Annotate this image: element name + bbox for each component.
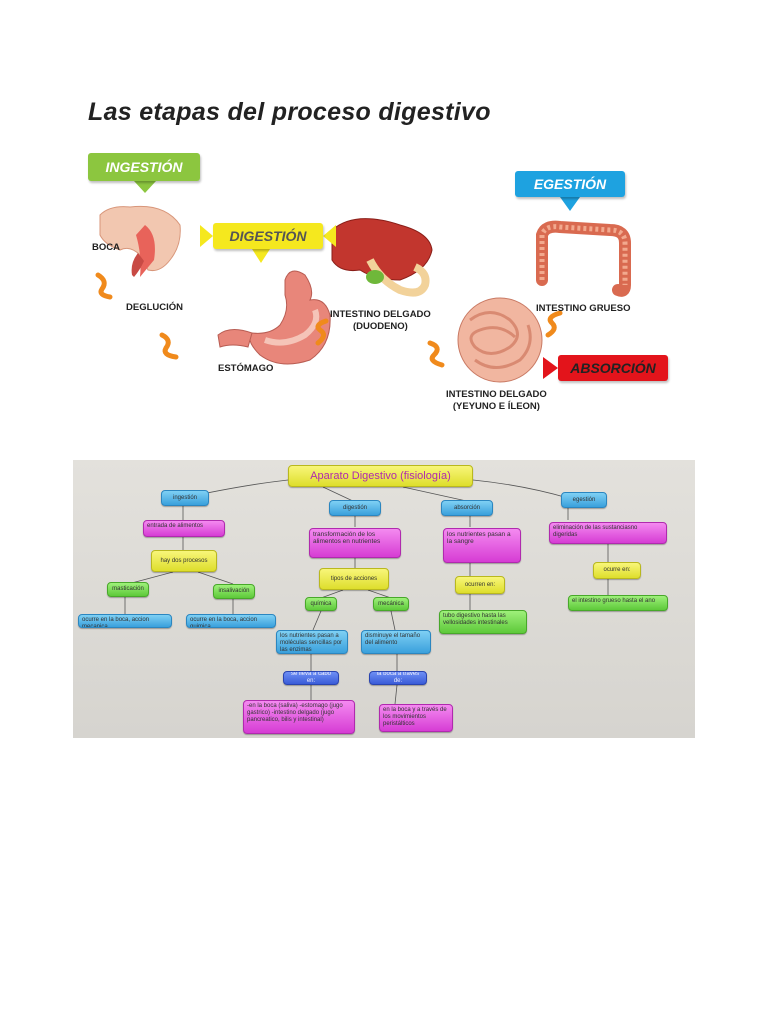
- entrada-node[interactable]: entrada de alimentos: [143, 520, 225, 537]
- disminuye-node[interactable]: disminuye el tamaño del alimento: [361, 630, 431, 654]
- ocurre-boca2-node[interactable]: ocurre en la boca, accion quimica: [186, 614, 276, 628]
- estomago-label: ESTÓMAGO: [218, 363, 274, 374]
- transformacion-node[interactable]: transformación de los alimentos en nutri…: [309, 528, 401, 558]
- ingestion-node[interactable]: ingestión: [161, 490, 209, 506]
- duodeno-label-line2: (DUODENO): [352, 321, 408, 332]
- se-lleva-node[interactable]: se lleva a cabo en:: [283, 671, 339, 685]
- grueso-ano-node[interactable]: el intestino grueso hasta el ano: [568, 595, 668, 611]
- small-intestine-illustration: [457, 297, 543, 383]
- absorption-tag-bg: [558, 355, 668, 381]
- absorcion-node[interactable]: absorción: [441, 500, 493, 516]
- lista-mecanica-node[interactable]: en la boca y a través de los movimientos…: [379, 704, 453, 732]
- deglucion-label: DEGLUCIÓN: [126, 302, 183, 313]
- ocurren-en-node[interactable]: ocurren en:: [455, 576, 505, 594]
- duodeno-label-line1: INTESTINO DELGADO: [330, 309, 431, 320]
- pasan-sangre-node[interactable]: los nutrientes pasan a la sangre: [443, 528, 521, 563]
- egestion-node[interactable]: egestión: [561, 492, 607, 508]
- stomach-illustration: [217, 270, 331, 365]
- duodeno-label: INTESTINO DELGADO (DUODENO): [330, 309, 431, 333]
- mecanica-node[interactable]: mecánica: [373, 597, 409, 611]
- process-arrows: [95, 272, 563, 368]
- ingestion-tag: INGESTIÓN: [88, 153, 200, 181]
- page-title: Las etapas del proceso digestivo: [88, 98, 491, 126]
- quimica-node[interactable]: química: [305, 597, 337, 611]
- ocurre-en-node[interactable]: ocurre en:: [593, 562, 641, 579]
- insalivacion-node[interactable]: insalivación: [213, 584, 255, 599]
- masticacion-node[interactable]: masticación: [107, 582, 149, 597]
- egestion-tag: EGESTIÓN: [515, 171, 625, 197]
- grueso-label: INTESTINO GRUESO: [536, 303, 631, 314]
- ocurre-boca1-node[interactable]: ocurre en la boca, accion mecanica: [78, 614, 172, 628]
- lista-quimica-node[interactable]: -en la boca (saliva) -estomago (jugo gas…: [243, 700, 355, 734]
- ingestion-tag-bg: [88, 153, 200, 181]
- yeyuno-label-line1: INTESTINO DELGADO: [446, 389, 547, 400]
- la-boca-node[interactable]: la boca a través de:: [369, 671, 427, 685]
- boca-label: BOCA: [92, 242, 120, 253]
- eliminacion-node[interactable]: eliminación de las sustanciasno digerida…: [549, 522, 667, 544]
- tipos-node[interactable]: tipos de acciones: [319, 568, 389, 590]
- dos-procesos-node[interactable]: hay dos procesos: [151, 550, 217, 572]
- large-intestine-illustration: [536, 220, 631, 297]
- digestion-tag-bg: [213, 223, 323, 249]
- absorption-tag: ABSORCIÓN: [558, 355, 668, 381]
- concept-map: Aparato Digestivo (fisiología) ingestión…: [73, 460, 695, 738]
- digestion-node[interactable]: digestión: [329, 500, 381, 516]
- mouth-illustration: [99, 205, 181, 277]
- digestive-stages-infographic: [88, 153, 668, 383]
- nutrientes-pasan-node[interactable]: los nutrientes pasan a moléculas sencill…: [276, 630, 348, 654]
- liver-duodenum-illustration: [331, 218, 433, 297]
- root-node[interactable]: Aparato Digestivo (fisiología): [288, 465, 473, 487]
- digestion-tag: DIGESTIÓN: [213, 223, 323, 249]
- yeyuno-label-line2: (YEYUNO E ÍLEON): [452, 401, 540, 412]
- yeyuno-label: INTESTINO DELGADO (YEYUNO E ÍLEON): [446, 389, 547, 413]
- egestion-tag-bg: [515, 171, 625, 197]
- tubo-node[interactable]: tubo digestivo hasta las vellosidades in…: [439, 610, 527, 634]
